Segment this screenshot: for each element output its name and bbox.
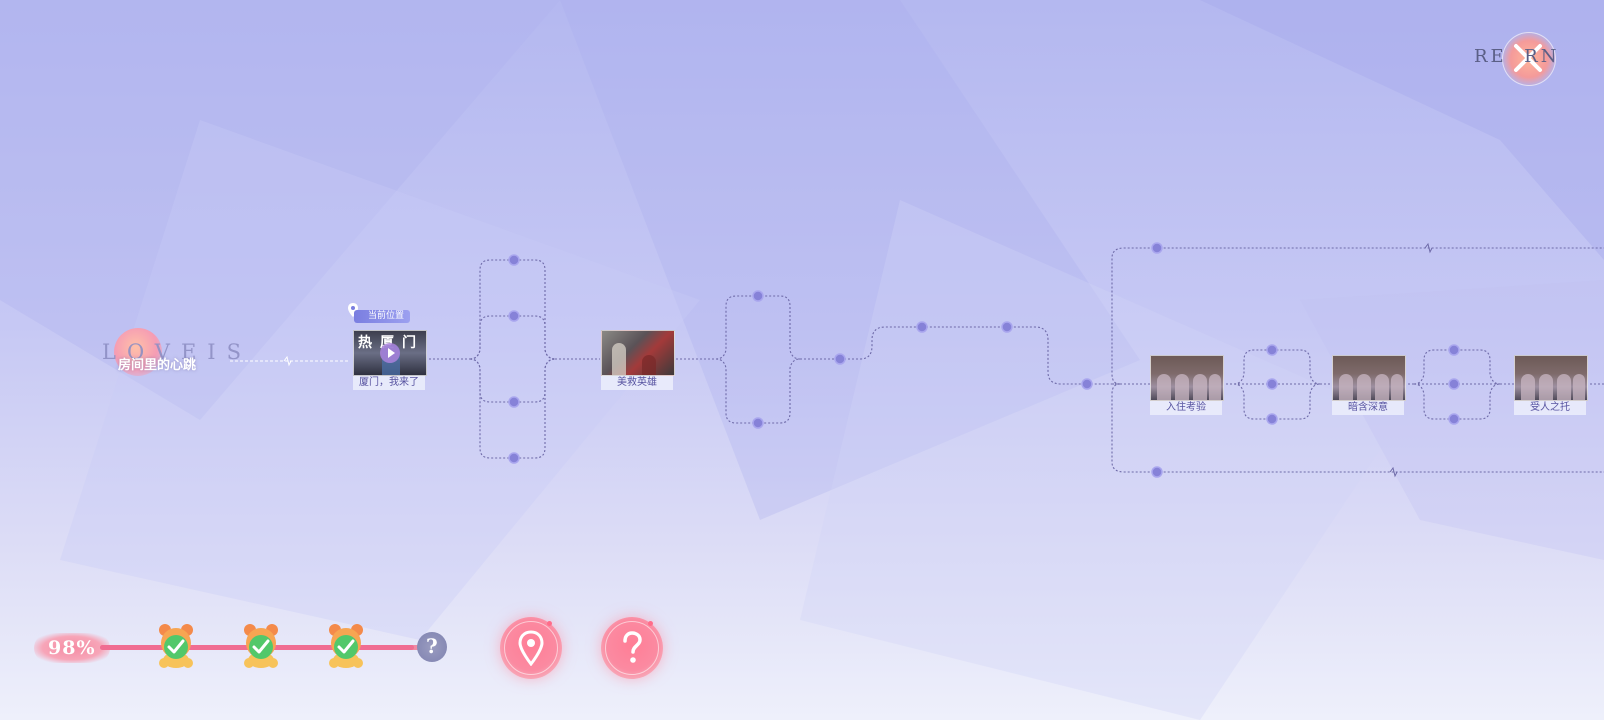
node-caption: 受人之托	[1514, 401, 1586, 415]
node-caption: 暗含深意	[1332, 401, 1404, 415]
node-caption: 厦门，我来了	[353, 376, 425, 390]
help-button[interactable]	[601, 617, 663, 679]
bear-check-icon	[329, 624, 363, 668]
play-icon[interactable]	[380, 343, 400, 363]
story-node-4[interactable]: 暗含深意	[1332, 355, 1406, 415]
bear-checkpoint-1[interactable]	[156, 623, 196, 669]
node-dot[interactable]	[508, 396, 520, 408]
node-dot[interactable]	[1266, 413, 1278, 425]
location-button[interactable]	[500, 617, 562, 679]
node-dot[interactable]	[1448, 378, 1460, 390]
question-icon: ?	[426, 634, 438, 658]
spark-dot	[547, 621, 552, 626]
logo-x-icon	[1514, 44, 1542, 72]
current-location-tag: 当前位置	[354, 310, 411, 323]
scene-thumbnail	[1332, 355, 1406, 401]
start-title: 房间里的心跳	[118, 358, 197, 373]
branch-d-3	[1413, 383, 1501, 420]
bear-checkpoint-3[interactable]	[326, 623, 366, 669]
branch-b-1	[715, 295, 801, 360]
spark-dot	[648, 621, 653, 626]
node-dot[interactable]	[1266, 378, 1278, 390]
branch-outer-top-kink	[1424, 242, 1433, 254]
branch-a-4	[469, 358, 556, 459]
branch-a-1	[469, 259, 556, 360]
scene-thumbnail	[1514, 355, 1588, 401]
bear-check-icon	[244, 624, 278, 668]
story-node-5[interactable]: 受人之托	[1514, 355, 1588, 415]
story-start-node[interactable]: LOVEIS 房间里的心跳	[96, 322, 246, 382]
node-dot[interactable]	[1448, 413, 1460, 425]
game-logo: RE RN	[1474, 28, 1590, 88]
story-node-1[interactable]: 热厦门 厦门，我来了	[353, 330, 427, 390]
node-dot[interactable]	[834, 353, 846, 365]
hint-locked-button[interactable]	[417, 632, 447, 662]
node-dot[interactable]	[508, 310, 520, 322]
node-dot[interactable]	[1001, 321, 1013, 333]
node-dot[interactable]	[1081, 378, 1093, 390]
progress-badge	[34, 633, 110, 663]
node-dot[interactable]	[1151, 466, 1163, 478]
bear-checkpoint-2[interactable]	[241, 623, 281, 669]
scene-thumbnail: 热厦门	[353, 330, 427, 376]
branch-a-3	[469, 358, 556, 403]
node-caption: 入住考验	[1150, 401, 1222, 415]
bear-check-icon	[159, 624, 193, 668]
branch-d-1	[1413, 349, 1501, 385]
branch-c-1	[1233, 349, 1321, 385]
node-dot[interactable]	[1448, 344, 1460, 356]
branch-a-2	[469, 315, 556, 360]
branch-outer-top	[1111, 247, 1604, 385]
start-orb	[114, 328, 162, 376]
node-dot[interactable]	[752, 417, 764, 429]
start-brand: LOVEIS	[102, 340, 252, 364]
node-caption: 美救英雄	[601, 376, 673, 390]
node-dot[interactable]	[1151, 242, 1163, 254]
location-pin-icon	[518, 630, 544, 666]
logo-text: RE RN	[1474, 46, 1560, 67]
branch-b-2	[715, 358, 801, 424]
scene-thumbnail	[601, 330, 675, 376]
node-dot[interactable]	[508, 452, 520, 464]
branch-outer-bottom-kink	[1389, 466, 1398, 478]
connector-b-out	[800, 326, 1120, 385]
branch-c-3	[1233, 383, 1321, 420]
story-node-2[interactable]: 美救英雄	[601, 330, 675, 390]
connector-start-kink	[283, 355, 292, 367]
node-dot[interactable]	[1266, 344, 1278, 356]
scene-thumbnail	[1150, 355, 1224, 401]
progress-percent: 98%	[48, 637, 96, 659]
question-icon	[623, 631, 642, 663]
node-dot[interactable]	[752, 290, 764, 302]
node-dot[interactable]	[916, 321, 928, 333]
node-dot[interactable]	[508, 254, 520, 266]
story-node-3[interactable]: 入住考验	[1150, 355, 1224, 415]
branch-outer-bottom	[1111, 383, 1604, 473]
